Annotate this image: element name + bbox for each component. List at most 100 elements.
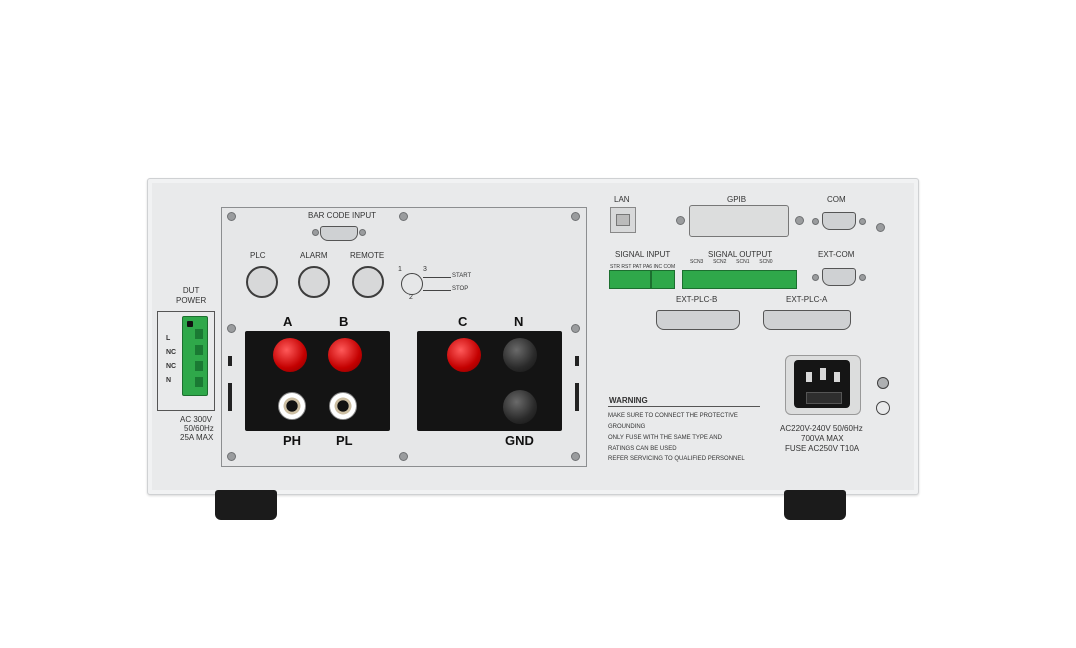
power-pin: [820, 368, 826, 380]
signal-input-terminal-b[interactable]: [651, 270, 675, 289]
panel-screw: [876, 223, 885, 232]
ethernet-icon: [616, 214, 630, 226]
terminal-screw: [187, 321, 193, 327]
terminal-b-red[interactable]: [328, 338, 362, 372]
switch-pin-2: 2: [409, 294, 413, 301]
ext-plc-a-label: EXT-PLC-A: [786, 295, 828, 304]
terminal-gnd-label: GND: [505, 433, 534, 448]
pin-rst: RST: [621, 264, 632, 270]
panel-slot: [575, 383, 579, 411]
alarm-connector[interactable]: [298, 266, 330, 298]
fuse-drawer[interactable]: [806, 392, 842, 404]
remote-switch-diagram-icon: [401, 273, 423, 295]
terminal-label-nc2: NC: [166, 363, 177, 370]
dut-power-frame: [157, 311, 215, 411]
port-screw: [676, 216, 685, 225]
high-voltage-terminal-plate: [245, 331, 390, 431]
warning-line-5: REFER SERVICING TO QUALIFIED PERSONNEL: [608, 456, 745, 462]
ext-plc-b-label: EXT-PLC-B: [676, 295, 718, 304]
pin-com: COM: [663, 264, 676, 270]
bar-code-input-label: BAR CODE INPUT: [308, 211, 377, 220]
ground-symbol-icon: [876, 401, 890, 415]
terminal-c-red[interactable]: [447, 338, 481, 372]
pin-scn0: SCN0: [759, 259, 773, 265]
ext-com-label: EXT-COM: [818, 250, 855, 259]
panel-screw: [227, 452, 236, 461]
rating-frequency: 50/60Hz: [184, 424, 214, 433]
dut-power-terminal-block[interactable]: [182, 316, 208, 396]
terminal-ph-label: PH: [283, 433, 302, 448]
alarm-label: ALARM: [300, 251, 328, 260]
port-screw: [859, 274, 866, 281]
panel-screw: [571, 452, 580, 461]
terminal-c-label: C: [458, 314, 468, 329]
plc-label: PLC: [250, 251, 266, 260]
ext-plc-a-port[interactable]: [763, 310, 851, 330]
panel-slot: [228, 383, 232, 411]
pin-inc: INC: [653, 264, 663, 270]
terminal-a-label: A: [283, 314, 293, 329]
stop-label: STOP: [452, 286, 469, 292]
remote-label: REMOTE: [350, 251, 385, 260]
rating-current: 25A MAX: [180, 433, 214, 442]
signal-output-label: SIGNAL OUTPUT: [708, 250, 773, 259]
output-pins-label: SCN3 SCN2 SCN1 SCN0: [690, 259, 773, 265]
com-port[interactable]: [822, 212, 856, 230]
left-foot: [215, 490, 277, 520]
port-screw: [859, 218, 866, 225]
power-pin: [834, 372, 840, 382]
pin-scn3: SCN3: [690, 259, 704, 265]
power-rating-2: 700VA MAX: [801, 434, 844, 443]
pin-scn2: SCN2: [713, 259, 727, 265]
signal-input-label: SIGNAL INPUT: [615, 250, 671, 259]
ext-com-port[interactable]: [822, 268, 856, 286]
panel-screw: [399, 452, 408, 461]
terminal-pin: [195, 329, 203, 339]
terminal-label-n: N: [166, 377, 172, 384]
signal-input-terminal-a[interactable]: [609, 270, 651, 289]
pin-str: STR: [610, 264, 620, 270]
power-rating-3: FUSE AC250V T10A: [785, 444, 860, 453]
gpib-label: GPIB: [727, 195, 747, 204]
terminal-label-nc1: NC: [166, 349, 177, 356]
plc-connector[interactable]: [246, 266, 278, 298]
panel-screw: [227, 212, 236, 221]
pin-pat: PAT: [632, 264, 642, 270]
terminal-n-black[interactable]: [503, 338, 537, 372]
warning-divider: [608, 406, 760, 407]
terminal-pl-white[interactable]: [329, 392, 357, 420]
bar-code-input-port[interactable]: [320, 226, 358, 241]
power-rating-1: AC220V-240V 50/60Hz: [780, 424, 863, 433]
panel-screw: [571, 212, 580, 221]
warning-title: WARNING: [609, 396, 648, 405]
panel-slot: [575, 356, 579, 366]
lan-port[interactable]: [610, 207, 636, 233]
current-terminal-plate: [417, 331, 562, 431]
ground-post[interactable]: [877, 377, 889, 389]
lan-label: LAN: [614, 195, 630, 204]
dut-power-label: DUT POWER: [176, 286, 207, 305]
remote-connector[interactable]: [352, 266, 384, 298]
terminal-b-label: B: [339, 314, 349, 329]
com-label: COM: [827, 195, 846, 204]
switch-pin-3: 3: [423, 266, 427, 273]
power-pin: [806, 372, 812, 382]
terminal-n-label: N: [514, 314, 524, 329]
ext-plc-b-port[interactable]: [656, 310, 740, 330]
panel-screw: [227, 324, 236, 333]
port-screw: [359, 229, 366, 236]
gpib-port-cover[interactable]: [689, 205, 789, 237]
terminal-ph-white[interactable]: [278, 392, 306, 420]
start-label: START: [452, 273, 472, 279]
switch-line: [423, 277, 451, 278]
terminal-pin: [195, 361, 203, 371]
signal-output-terminal[interactable]: [682, 270, 797, 289]
terminal-gnd-black[interactable]: [503, 390, 537, 424]
warning-line-1: MAKE SURE TO CONNECT THE PROTECTIVE: [608, 413, 738, 419]
port-screw: [795, 216, 804, 225]
terminal-a-red[interactable]: [273, 338, 307, 372]
terminal-pin: [195, 345, 203, 355]
terminal-pl-label: PL: [336, 433, 353, 448]
pin-scn1: SCN1: [736, 259, 750, 265]
switch-pin-1: 1: [398, 266, 402, 273]
